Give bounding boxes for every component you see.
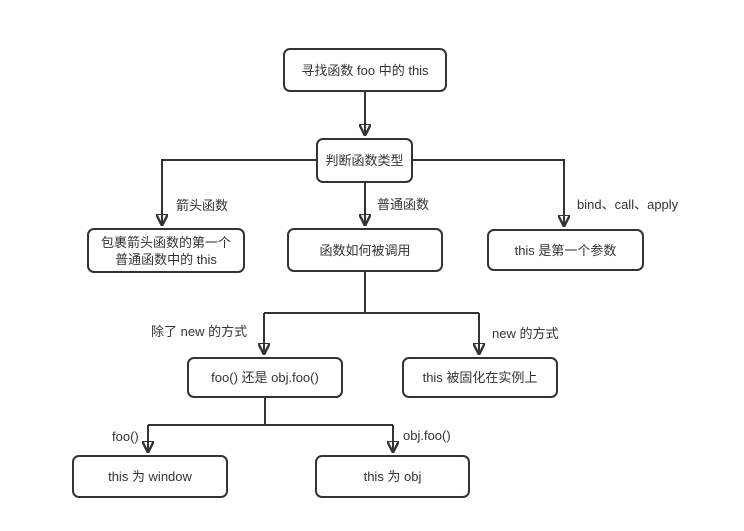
flow-node-arrow-fn-result-line2: 普通函数中的 this [115, 251, 217, 267]
edge-label-normal-fn: 普通函数 [377, 197, 430, 212]
flow-node-find-this: 寻找函数 foo 中的 this [283, 48, 447, 92]
edge-label-bind-call-apply: bind、call、apply [577, 197, 679, 212]
edge-label-arrow-fn: 箭头函数 [176, 198, 229, 213]
flow-node-foo-or-objfoo: foo() 还是 obj.foo() [187, 357, 343, 398]
flow-node-foo-or-objfoo-label: foo() 还是 obj.foo() [211, 370, 319, 385]
edge-label-obj-foo-call: obj.foo() [403, 428, 451, 443]
flow-node-judge-type-label: 判断函数类型 [325, 153, 404, 168]
flow-node-this-obj: this 为 obj [315, 455, 470, 498]
connector-judge-to-firstparam [413, 159, 564, 225]
edge-label-new-way: new 的方式 [492, 326, 559, 341]
flow-node-fixed-on-instance: this 被固化在实例上 [402, 357, 558, 398]
edge-label-foo-call: foo() [112, 429, 139, 444]
flow-node-fixed-on-instance-label: this 被固化在实例上 [422, 370, 538, 385]
flow-node-judge-type: 判断函数类型 [316, 138, 413, 183]
connector-judge-to-arrowfn [162, 159, 316, 224]
flow-node-arrow-fn-result: 包裹箭头函数的第一个 普通函数中的 this [87, 228, 245, 273]
flow-node-how-called-label: 函数如何被调用 [319, 242, 411, 258]
flow-node-first-param-label: this 是第一个参数 [514, 242, 617, 258]
flow-node-this-window-label: this 为 window [108, 469, 192, 484]
flow-node-this-window: this 为 window [72, 455, 228, 498]
connector-howcalled-rail [264, 272, 479, 314]
flow-node-find-this-label: 寻找函数 foo 中的 this [301, 62, 429, 78]
flow-node-how-called: 函数如何被调用 [287, 228, 443, 272]
flow-node-first-param: this 是第一个参数 [487, 229, 644, 271]
flow-node-arrow-fn-result-line1: 包裹箭头函数的第一个 [100, 234, 231, 250]
edge-label-except-new: 除了 new 的方式 [151, 324, 248, 339]
flow-node-this-obj-label: this 为 obj [363, 469, 422, 484]
connector-fooorobjfoo-rail [148, 398, 393, 426]
